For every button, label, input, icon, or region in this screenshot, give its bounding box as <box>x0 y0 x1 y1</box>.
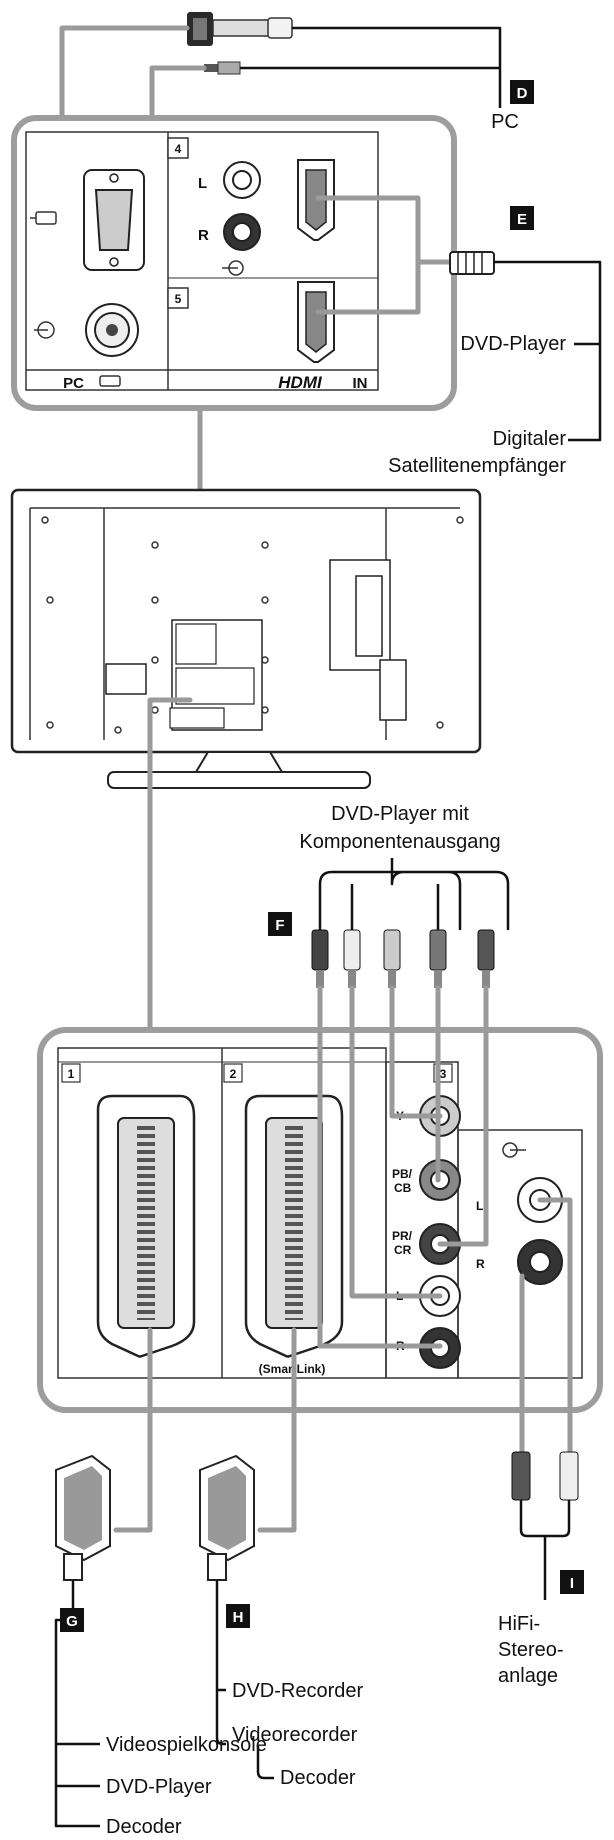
hdmi-plug-icon <box>449 251 495 275</box>
slot-4-number: 4 <box>175 142 182 156</box>
slot-1-number: 1 <box>68 1067 75 1081</box>
top-right-audio-label: R <box>198 227 209 244</box>
label-comp-line1: DVD-Player mit <box>331 803 469 825</box>
badge-e-text: E <box>517 211 527 228</box>
badge-g <box>60 1608 84 1632</box>
audio-out-icon <box>502 1142 526 1158</box>
cr-label: CR <box>394 1243 412 1257</box>
label-hifi-2: Stereo- <box>498 1639 564 1661</box>
label-decoder-g: Decoder <box>106 1816 182 1838</box>
badge-f-text: F <box>275 917 284 934</box>
hdmi-port-4[interactable] <box>297 159 335 241</box>
label-decoder-h: Decoder <box>280 1767 356 1789</box>
audio-mini-plug-icon <box>204 61 241 75</box>
label-hifi-3: anlage <box>498 1665 558 1687</box>
audio-in-icon <box>222 260 244 276</box>
badge-d-text: D <box>517 85 528 102</box>
label-comp-line2: Komponentenausgang <box>299 831 500 853</box>
scart-port-2[interactable] <box>244 1094 344 1358</box>
audio-out-right-jack[interactable] <box>517 1239 563 1285</box>
audio-jack-right[interactable] <box>223 213 261 251</box>
cb-label: CB <box>394 1181 412 1195</box>
badge-i <box>560 1570 584 1594</box>
pc-audio-jack[interactable] <box>85 303 139 357</box>
label-videorecorder: Videorecorder <box>232 1724 358 1746</box>
scart-port-1[interactable] <box>96 1094 196 1358</box>
audio-input-icon <box>34 321 55 339</box>
badge-g-text: G <box>66 1613 78 1630</box>
pr-label: PR/ <box>392 1229 413 1243</box>
top-left-audio-label: L <box>198 175 207 192</box>
badge-h <box>226 1604 250 1628</box>
vga-port[interactable] <box>83 169 145 271</box>
audio-jack-left[interactable] <box>223 161 261 199</box>
label-dvd-player-hdmi: DVD-Player <box>460 333 566 355</box>
label-hifi-1: HiFi- <box>498 1613 540 1635</box>
badge-d <box>510 80 534 104</box>
badge-h-text: H <box>233 1609 244 1626</box>
out-right-label: R <box>476 1257 485 1271</box>
pc-input-icon <box>30 211 57 225</box>
top-connector-panel <box>11 115 457 411</box>
label-pc: PC <box>491 111 519 133</box>
out-left-label: L <box>476 1199 483 1213</box>
scart-plug-g-icon <box>55 1454 111 1581</box>
pc-port-label: PC <box>63 375 84 392</box>
badge-f <box>268 912 292 936</box>
hdmi-in-label: IN <box>353 375 368 392</box>
hdmi-logo-text: HDMI <box>278 373 323 392</box>
vga-plug-icon <box>187 12 293 46</box>
label-game-console: Videospielkonsole <box>106 1734 267 1756</box>
scart-plug-h-icon <box>199 1454 255 1581</box>
slot-2-number: 2 <box>230 1067 237 1081</box>
slot-5-number: 5 <box>175 292 182 306</box>
slot-3-number: 3 <box>440 1067 447 1081</box>
badge-i-text: I <box>570 1575 574 1592</box>
label-sat-line1: Digitaler <box>493 428 567 450</box>
label-sat-line2: Satellitenempfänger <box>388 455 566 477</box>
badge-e <box>510 206 534 230</box>
label-dvd-player-scart: DVD-Player <box>106 1776 212 1798</box>
rca-plugs-hifi-icon <box>511 1451 579 1501</box>
tv-back-illustration <box>10 488 482 789</box>
rca-plugs-component <box>311 929 495 988</box>
hdmi-port-5[interactable] <box>297 281 335 363</box>
pb-label: PB/ <box>392 1167 413 1181</box>
label-dvd-recorder: DVD-Recorder <box>232 1680 363 1702</box>
